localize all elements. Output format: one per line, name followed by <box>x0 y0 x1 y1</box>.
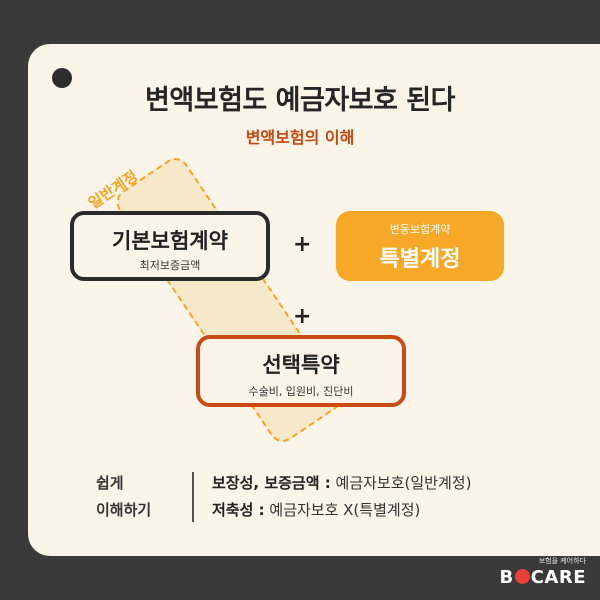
summary-details: 보장성, 보증금액 : 예금자보호(일반계정) 저축성 : 예금자보호 X(특별… <box>212 470 471 524</box>
plus-sign-vertical: + <box>293 304 312 329</box>
page-title: 변액보험도 예금자보호 된다 <box>145 85 455 116</box>
page-subtitle: 변액보험의 이해 <box>245 128 355 147</box>
optional-rider-subtitle: 수술비, 입원비, 진단비 <box>248 385 354 398</box>
special-account-box: 변동보험계약 특별계정 <box>336 211 504 281</box>
basic-contract-subtitle: 최저보증금액 <box>139 259 201 272</box>
card-hole-dot <box>52 68 72 88</box>
logo-letter-b: B <box>499 567 514 588</box>
summary-row-protection: 보장성, 보증금액 : 예금자보호(일반계정) <box>212 470 471 497</box>
summary-divider <box>192 472 194 522</box>
summary-label: 쉽게 이해하기 <box>96 470 176 524</box>
summary-row2-key: 저축성 : <box>212 501 265 519</box>
summary-row1-key: 보장성, 보증금액 : <box>212 474 331 492</box>
summary-label-line1: 쉽게 <box>96 474 124 492</box>
basic-contract-title: 기본보험계약 <box>112 229 228 253</box>
optional-rider-title: 선택특약 <box>262 353 340 377</box>
summary-row1-value: 예금자보호(일반계정) <box>330 474 472 492</box>
summary-label-line2: 이해하기 <box>96 501 152 519</box>
special-account-title: 특별계정 <box>379 247 461 272</box>
bocare-logo: 보험을 케어하다 B CARE <box>499 556 586 588</box>
plus-sign-horizontal: + <box>293 232 312 257</box>
logo-word-suffix: CARE <box>530 567 586 588</box>
logo-o-circle-icon <box>514 569 530 584</box>
logo-wordmark: B CARE <box>499 567 586 588</box>
basic-contract-box: 기본보험계약 최저보증금액 <box>70 211 270 281</box>
special-account-caption: 변동보험계약 <box>389 223 451 236</box>
logo-tagline: 보험을 케어하다 <box>538 557 586 565</box>
optional-rider-box: 선택특약 수술비, 입원비, 진단비 <box>196 335 406 407</box>
summary-row2-value: 예금자보호 X(특별계정) <box>264 501 421 519</box>
summary-row-savings: 저축성 : 예금자보호 X(특별계정) <box>212 497 471 524</box>
content-card <box>28 44 600 556</box>
